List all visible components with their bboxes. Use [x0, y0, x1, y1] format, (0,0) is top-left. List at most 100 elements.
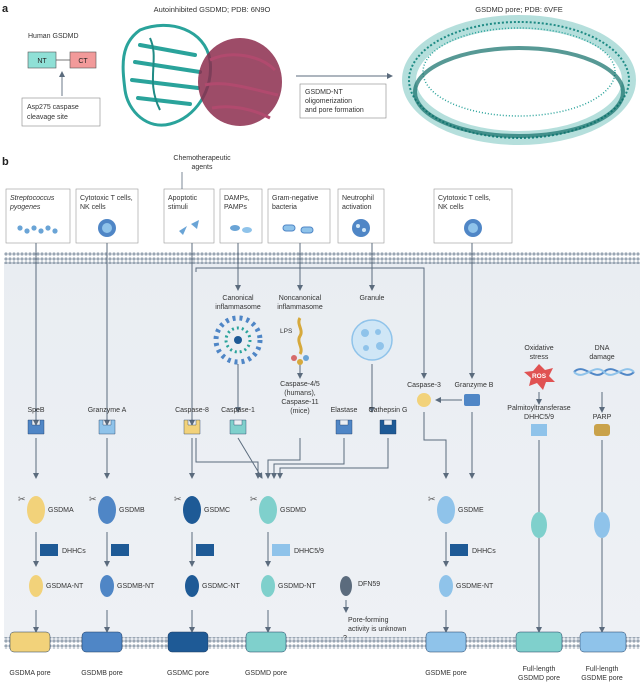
- noncanonical-line1: Noncanonical: [279, 295, 322, 302]
- ros-label: ROS: [532, 373, 547, 380]
- protease-icon-0: [27, 419, 45, 435]
- dhhc-label-0: DHHCs: [62, 548, 86, 555]
- noncanonical-line2: inflammasome: [277, 304, 323, 311]
- arrow-casp8-casp3: [195, 267, 427, 379]
- dhhc-label-1: DHHC5/9: [294, 548, 324, 555]
- dhhc-icon-0: [40, 544, 58, 556]
- trigger-label-line1: Cytotoxic T cells,: [438, 195, 491, 202]
- ros-burst-icon: [524, 364, 555, 390]
- trigger-label-line2: activation: [342, 204, 372, 211]
- autoinhibited-title: Autoinhibited GSDMD; PDB: 6N9O: [154, 5, 271, 14]
- trigger-label-line2: PAMPs: [224, 204, 247, 211]
- pore-structure-title: GSDMD pore; PDB: 6VFE: [475, 5, 563, 14]
- scissors-icon: ✂: [174, 494, 182, 504]
- panel-a-label: a: [2, 3, 9, 15]
- dna-line1: DNA: [595, 345, 610, 352]
- trigger-box-frame: [219, 188, 263, 244]
- dhhc-icon-3: [272, 544, 290, 556]
- chemo-line1: Chemotherapeutic: [173, 155, 231, 162]
- streptococcus-cell: [38, 228, 44, 234]
- streptococcus-cell: [17, 225, 23, 231]
- gasdermin-label-2: GSDMC: [204, 507, 230, 514]
- damp-icon: [230, 225, 240, 231]
- trigger-label-line2: stimuli: [168, 204, 188, 211]
- gasdermin-label-0: GSDMA: [48, 507, 74, 514]
- palm-icon: [531, 424, 547, 436]
- panel-b-label: b: [2, 156, 9, 168]
- canonical-line2: inflammasome: [215, 304, 261, 311]
- fulllength-gsdmd-line2: GSDMD pore: [518, 675, 560, 682]
- ct-label: CT: [78, 58, 88, 65]
- dfn59-label: DFN59: [358, 581, 380, 588]
- nt-label: NT: [37, 58, 47, 65]
- cleavage-site-box: [21, 97, 101, 127]
- gasdermin-label-1: GSDMB: [119, 507, 145, 514]
- trigger-label-line1: DAMPs,: [224, 195, 250, 202]
- dna-helix-icon: [573, 368, 635, 376]
- protease-icon-5: [379, 419, 397, 435]
- protease-icon-3: [229, 419, 247, 435]
- caspase45-line-2: Caspase-11: [281, 399, 318, 406]
- fulllength-gsdme-icon: [594, 512, 610, 538]
- canonical-line1: Canonical: [222, 295, 254, 302]
- stimulus-triangle: [179, 226, 187, 235]
- trigger-box-6: Cytotoxic T cells, NK cells: [433, 188, 513, 244]
- granzymeb-icon: [464, 394, 480, 406]
- human-gsdmd-label: Human GSDMD: [28, 33, 79, 40]
- trigger-label-line1: Gram-negative: [272, 195, 318, 202]
- pore-icon-0: [9, 631, 51, 653]
- scissors-icon: ✂: [18, 494, 26, 504]
- gasdermin-label-3: GSDMD: [280, 507, 306, 514]
- granule-label: Granule: [360, 295, 385, 302]
- process-line1: GSDMD-NT: [305, 89, 343, 96]
- nt-form-label-0: GSDMA-NT: [46, 583, 84, 590]
- oxidative-line2: stress: [530, 354, 549, 361]
- canonical-inflammasome-icon: [213, 315, 263, 365]
- trigger-label-line1: Streptococcus: [10, 195, 55, 202]
- gasdermin-label-4: GSDME: [458, 507, 484, 514]
- nt-form-icon-1: [100, 575, 114, 597]
- pore-icon-3: [245, 631, 287, 653]
- arrow-elastase-gsdmd: [271, 438, 345, 479]
- parp-label: PARP: [593, 414, 612, 421]
- scissors-icon: ✂: [428, 494, 436, 504]
- protease-label-5: Cathepsin G: [369, 407, 408, 414]
- fulllength-gsdmd-line1: Full-length: [523, 666, 556, 673]
- caspase45-line-3: (mice): [290, 408, 309, 415]
- process-line2: oligomerization: [305, 98, 352, 105]
- trigger-label-line2: NK cells: [438, 204, 464, 211]
- plasma-membrane-top: [4, 252, 640, 264]
- nt-form-icon-3: [261, 575, 275, 597]
- process-line3: and pore formation: [305, 107, 364, 114]
- caspase3-label: Caspase-3: [407, 382, 441, 389]
- gsdmd-pore-ring: [402, 15, 636, 145]
- trigger-label-line1: Cytotoxic T cells,: [80, 195, 133, 202]
- trigger-label-line2: pyogenes: [9, 204, 41, 211]
- process-box: [299, 83, 387, 119]
- caspase45-line-1: (humans),: [284, 390, 316, 397]
- granzyme-b-label: Granzyme B: [455, 382, 494, 389]
- arrow-cathepsin-gsdmd: [277, 438, 389, 479]
- nt-form-label-3: GSDMD-NT: [278, 583, 316, 590]
- fulllength-gsdme-pore-icon: [579, 631, 627, 653]
- fulllength-gsdmd-icon: [531, 512, 547, 538]
- streptococcus-cell: [24, 228, 30, 234]
- bacterium-icon: [300, 226, 314, 234]
- cleavage-site-line1: Asp275 caspase: [27, 104, 79, 111]
- stimulus-triangle: [191, 220, 199, 229]
- protease-icon-4: [335, 419, 353, 435]
- protease-label-2: Caspase-8: [175, 407, 209, 414]
- pore-icon-4: [425, 631, 467, 653]
- caspase3-icon: [417, 393, 431, 407]
- fulllength-gsdmd-pore-icon: [515, 631, 563, 653]
- chemo-line2: agents: [191, 164, 213, 171]
- nt-form-icon-0: [29, 575, 43, 597]
- streptococcus-cell: [45, 225, 51, 231]
- protease-label-0: SpeB: [27, 407, 44, 414]
- fulllength-gsdme-line1: Full-length: [586, 666, 619, 673]
- granule-icon: [351, 319, 393, 361]
- gasdermin-icon-2: [183, 496, 201, 524]
- plasma-membrane-bottom: [4, 637, 640, 649]
